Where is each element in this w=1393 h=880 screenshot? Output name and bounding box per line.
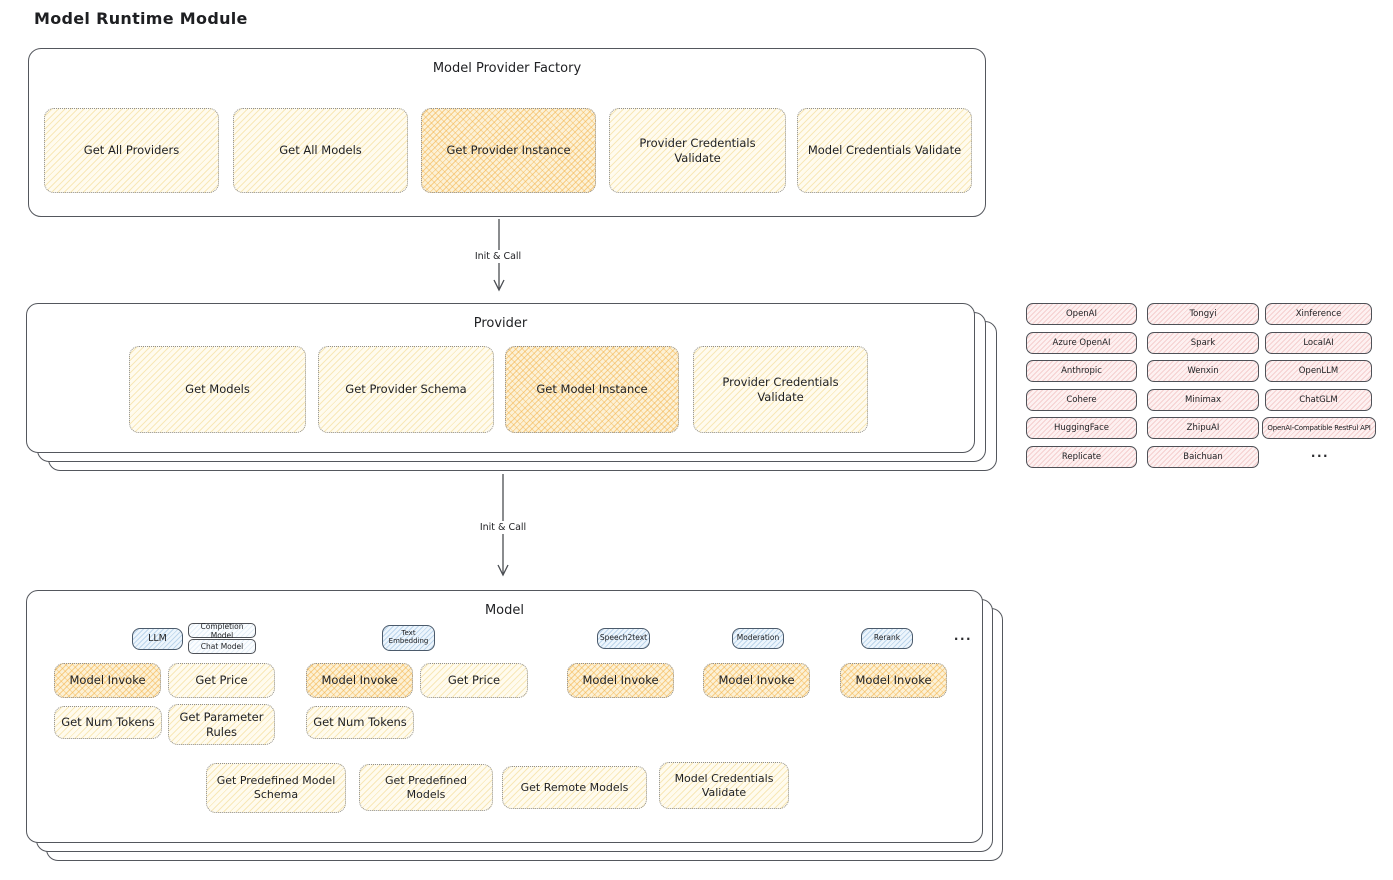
type-chip-chat-model: Chat Model <box>188 639 256 654</box>
type-chip-moderation: Moderation <box>732 628 784 649</box>
node-get-remote-models: Get Remote Models <box>502 766 647 809</box>
node-llm-model-invoke: Model Invoke <box>54 663 161 698</box>
provider-chip-chatglm: ChatGLM <box>1265 389 1372 411</box>
provider-chip-localai: LocalAI <box>1265 332 1372 354</box>
node-te-model-invoke: Model Invoke <box>306 663 413 698</box>
node-s2t-model-invoke: Model Invoke <box>567 663 674 698</box>
provider-chip-cohere: Cohere <box>1026 389 1137 411</box>
provider-chip-openai: OpenAI <box>1026 303 1137 325</box>
init-call-label-2: Init & Call <box>463 521 543 535</box>
node-provider-credentials-validate-2: Provider Credentials Validate <box>693 346 868 433</box>
provider-chip-tongyi: Tongyi <box>1147 303 1259 325</box>
node-get-model-instance: Get Model Instance <box>505 346 679 433</box>
provider-chip-spark: Spark <box>1147 332 1259 354</box>
model-box: Model LLM Completion Model Chat Model Te… <box>26 590 983 843</box>
provider-chips-ellipsis: ... <box>1310 446 1330 460</box>
provider-chip-zhipuai: ZhipuAI <box>1147 417 1259 439</box>
node-get-provider-instance: Get Provider Instance <box>421 108 596 193</box>
node-get-provider-schema: Get Provider Schema <box>318 346 494 433</box>
type-chips-ellipsis: ... <box>953 629 973 643</box>
factory-title: Model Provider Factory <box>432 61 582 76</box>
node-llm-get-parameter-rules: Get Parameter Rules <box>168 704 275 745</box>
provider-chip-baichuan: Baichuan <box>1147 446 1259 468</box>
node-moderation-model-invoke: Model Invoke <box>703 663 810 698</box>
node-llm-get-price: Get Price <box>168 663 275 698</box>
provider-box: Provider Get Models Get Provider Schema … <box>26 303 975 453</box>
node-get-all-models: Get All Models <box>233 108 408 193</box>
node-get-all-providers: Get All Providers <box>44 108 219 193</box>
node-model-credentials-validate-2: Model Credentials Validate <box>659 762 789 809</box>
provider-title: Provider <box>473 316 528 331</box>
provider-chip-openllm: OpenLLM <box>1265 360 1372 382</box>
node-get-models: Get Models <box>129 346 306 433</box>
node-get-predefined-model-schema: Get Predefined Model Schema <box>206 763 346 813</box>
init-call-label-1: Init & Call <box>459 250 537 264</box>
provider-chip-huggingface: HuggingFace <box>1026 417 1137 439</box>
provider-chip-anthropic: Anthropic <box>1026 360 1137 382</box>
node-te-get-price: Get Price <box>420 663 528 698</box>
provider-chip-azure-openai: Azure OpenAI <box>1026 332 1137 354</box>
type-chip-rerank: Rerank <box>861 628 913 649</box>
node-llm-get-num-tokens: Get Num Tokens <box>54 706 162 739</box>
provider-chip-wenxin: Wenxin <box>1147 360 1259 382</box>
provider-chip-replicate: Replicate <box>1026 446 1137 468</box>
type-chip-completion-model: Completion Model <box>188 622 256 640</box>
node-provider-credentials-validate: Provider Credentials Validate <box>609 108 786 193</box>
node-get-predefined-models: Get Predefined Models <box>359 764 493 811</box>
provider-chip-minimax: Minimax <box>1147 389 1259 411</box>
type-chip-llm: LLM <box>132 628 183 650</box>
node-model-credentials-validate: Model Credentials Validate <box>797 108 972 193</box>
type-chip-text-embedding: Text Embedding <box>382 625 435 651</box>
node-rerank-model-invoke: Model Invoke <box>840 663 947 698</box>
node-te-get-num-tokens: Get Num Tokens <box>306 706 414 739</box>
provider-chip-openai-compatible: OpenAI-Compatible RestFul API <box>1262 417 1376 439</box>
diagram-title: Model Runtime Module <box>34 9 248 28</box>
factory-box: Model Provider Factory Get All Providers… <box>28 48 986 217</box>
type-chip-speech2text: Speech2text <box>597 628 650 649</box>
provider-chip-xinference: Xinference <box>1265 303 1372 325</box>
model-title: Model <box>484 603 525 618</box>
